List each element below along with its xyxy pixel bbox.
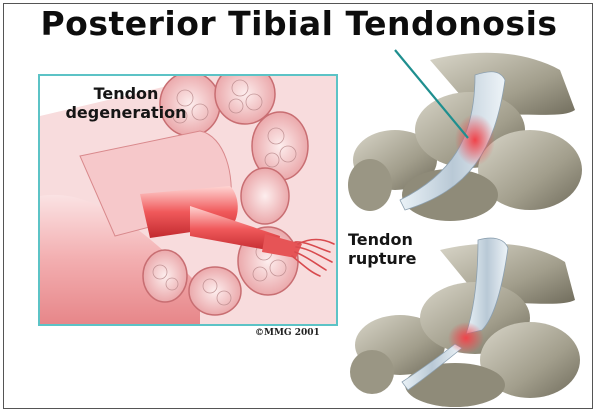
ankle-degeneration <box>348 53 582 221</box>
degeneration-label-line1: Tendon <box>56 84 196 103</box>
tendon-rupture-label: Tendon rupture <box>348 230 417 268</box>
rupture-label-line1: Tendon <box>348 230 417 249</box>
tendon-degeneration-label: Tendon degeneration <box>56 84 196 122</box>
rupture-label-line2: rupture <box>348 249 417 268</box>
degeneration-label-line2: degeneration <box>56 103 196 122</box>
copyright-notice: ©MMG 2001 <box>255 328 320 338</box>
